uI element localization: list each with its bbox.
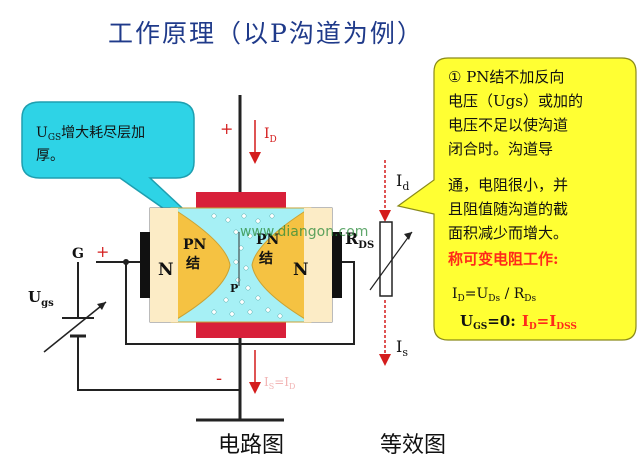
pn-left-bottom: 结 xyxy=(186,255,200,272)
callout-right: ① PN结不加反向 电压（Ugs）或加的 电压不足以使沟道 闭合时。沟道导 通，… xyxy=(396,57,637,341)
f1-i: I xyxy=(452,286,458,302)
is-label: I xyxy=(264,375,269,389)
ugs-battery xyxy=(43,301,107,353)
svg-text:Is: Is xyxy=(396,337,408,359)
g-plus: + xyxy=(96,242,109,261)
gate-plate-left xyxy=(140,232,150,298)
n-region-left xyxy=(150,208,178,322)
eq-is-label: I xyxy=(396,337,402,356)
svg-text:RDS: RDS xyxy=(345,229,374,251)
f2-d: D xyxy=(529,322,537,332)
eq-rds-sub: DS xyxy=(358,240,374,251)
svg-text:Id: Id xyxy=(396,171,409,193)
f1-slash: / R xyxy=(500,286,525,302)
f1-d: D xyxy=(458,294,465,304)
f2-gs: GS xyxy=(473,322,487,332)
callout-right-highlight: 称可变电阻工作: xyxy=(448,250,559,268)
callout-left-u: U xyxy=(36,125,48,141)
g-label: G xyxy=(72,246,84,262)
f2-u: U xyxy=(460,312,473,330)
drain-electrode xyxy=(196,192,286,208)
pn-right-top: PN xyxy=(256,232,280,248)
callout-right-line-4: 通，电阻很小，并 xyxy=(448,176,568,194)
f2-eq: =0: xyxy=(487,312,516,330)
svg-text:ID=UDs / RDs: ID=UDs / RDs xyxy=(452,286,537,304)
is-eq: =I xyxy=(274,375,289,389)
id-sub: D xyxy=(270,135,277,145)
f1-ds2: Ds xyxy=(524,294,536,304)
minus-bottom: - xyxy=(216,368,222,389)
n-region-right xyxy=(304,208,332,322)
callout-left-line2: 厚。 xyxy=(36,148,64,164)
svg-text:IS=ID: IS=ID xyxy=(264,375,295,391)
f1-eq: =U xyxy=(465,286,489,302)
eq-is-sub: s xyxy=(402,346,408,359)
caption-circuit: 电路图 xyxy=(218,433,284,458)
gate-loop-right xyxy=(125,261,355,345)
pn-left-top: PN xyxy=(183,237,207,253)
callout-right-line-3: 闭合时。沟道导 xyxy=(448,140,553,158)
n-label-left: N xyxy=(158,260,174,280)
caption-equivalent: 等效图 xyxy=(380,433,446,458)
callout-left-u-sub: GS xyxy=(48,133,61,143)
equivalent-resistor xyxy=(369,160,413,366)
f2-eq2: =I xyxy=(537,312,557,330)
callout-right-line-0: ① PN结不加反向 xyxy=(448,68,564,86)
callout-right-line-2: 电压不足以使沟道 xyxy=(448,116,568,134)
callout-left-line1: 增大耗尽层加 xyxy=(61,125,145,141)
jfet-body: N N PN 结 PN 结 P xyxy=(140,207,342,323)
svg-text:UGS=0:ID=IDSS: UGS=0: ID=IDSS xyxy=(460,312,577,332)
carrier-dots xyxy=(211,213,283,319)
watermark: www.diangon.com xyxy=(240,224,368,240)
ugs-return xyxy=(77,336,240,391)
p-label: P xyxy=(230,282,238,295)
id-label: I xyxy=(264,126,270,142)
ugs-sub: gs xyxy=(41,298,54,309)
n-label-right: N xyxy=(293,260,309,280)
is-sub: S xyxy=(269,382,274,391)
plus-top: + xyxy=(220,119,233,138)
callout-right-line-5: 且阻值随沟道的截 xyxy=(448,200,568,218)
pn-right-bottom: 结 xyxy=(259,250,273,267)
eq-id-label: I xyxy=(396,171,402,190)
svg-text:ID: ID xyxy=(264,126,277,145)
callout-right-line-1: 电压（Ugs）或加的 xyxy=(448,92,583,110)
callout-right-line-6: 面积减少而增大。 xyxy=(448,224,568,242)
ugs-label: U xyxy=(28,288,41,306)
source-electrode xyxy=(196,322,286,338)
f2-i: I xyxy=(522,312,529,330)
f2-dss: DSS xyxy=(556,322,577,332)
page-title: 工作原理（以P沟道为例） xyxy=(108,19,424,48)
eq-rds-label: R xyxy=(345,229,359,248)
is-sub2: D xyxy=(289,382,295,391)
f1-ds: Ds xyxy=(488,294,500,304)
eq-id-sub: d xyxy=(402,180,409,193)
svg-text:UGS增大耗尽层加: UGS增大耗尽层加 xyxy=(36,125,145,143)
gate-plate-right xyxy=(332,232,342,298)
svg-text:Ugs: Ugs xyxy=(28,288,54,309)
